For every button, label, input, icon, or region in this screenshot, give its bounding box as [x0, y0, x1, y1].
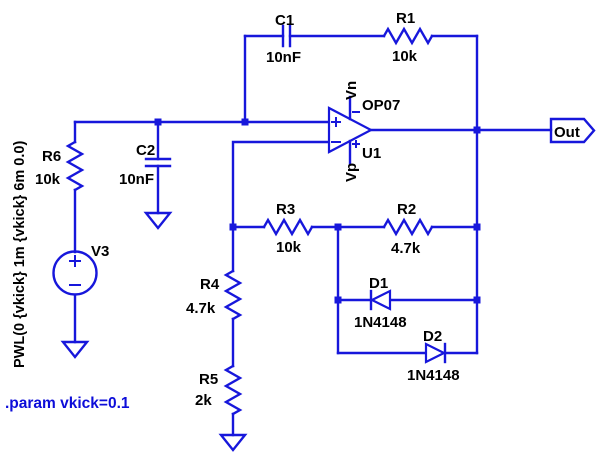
r4-ref-label[interactable]: R4 [200, 276, 220, 293]
c2-ref-label[interactable]: C2 [136, 142, 155, 159]
c2-value-label[interactable]: 10nF [119, 171, 154, 188]
junction-dots [154, 118, 481, 304]
out-port-label[interactable]: Out [554, 124, 580, 141]
wires[interactable] [73, 34, 553, 437]
component-r5[interactable]: R5 2k [195, 364, 243, 416]
d1-ref-label[interactable]: D1 [369, 275, 388, 292]
component-c2[interactable]: C2 10nF [119, 142, 172, 188]
d2-value-label[interactable]: 1N4148 [407, 367, 460, 384]
diode-d1-symbol[interactable] [369, 289, 392, 311]
component-c1[interactable]: C1 10nF [266, 12, 301, 66]
ground-v3[interactable] [60, 340, 90, 359]
junction-dot [473, 296, 481, 304]
r2-ref-label[interactable]: R2 [397, 201, 416, 218]
resistor-r2-symbol[interactable] [382, 217, 434, 237]
r1-ref-label[interactable]: R1 [396, 10, 415, 27]
component-u1-opamp[interactable]: Vn Vp OP07 U1 [327, 81, 400, 182]
junction-dot [241, 118, 249, 126]
component-r4[interactable]: R4 4.7k [186, 269, 243, 321]
ground-c2[interactable] [143, 211, 173, 230]
resistor-r4-symbol[interactable] [223, 269, 243, 321]
voltage-source-v3-symbol[interactable] [52, 250, 98, 296]
c1-ref-label[interactable]: C1 [275, 12, 294, 29]
out-port-flag[interactable] [549, 117, 596, 144]
param-directive[interactable]: .param vkick=0.1 [5, 395, 130, 412]
resistor-r3-symbol[interactable] [262, 217, 314, 237]
junction-dot [154, 118, 162, 126]
junction-dot [473, 126, 481, 134]
component-d1[interactable]: D1 1N4148 [354, 275, 407, 331]
d1-value-label[interactable]: 1N4148 [354, 314, 407, 331]
r6-value-label[interactable]: 10k [35, 171, 61, 188]
out-port[interactable]: Out [549, 117, 596, 144]
junction-dot [334, 296, 342, 304]
component-r2[interactable]: R2 4.7k [382, 201, 434, 257]
plus-mark [69, 255, 81, 267]
resistor-r6-symbol[interactable] [65, 140, 85, 192]
r3-ref-label[interactable]: R3 [276, 201, 295, 218]
resistor-r1-symbol[interactable] [382, 26, 434, 46]
ground-r5[interactable] [218, 433, 248, 452]
r3-value-label[interactable]: 10k [276, 239, 302, 256]
r4-value-label[interactable]: 4.7k [186, 300, 216, 317]
junction-dot [334, 223, 342, 231]
capacitor-c2-symbol[interactable] [144, 157, 172, 168]
d2-ref-label[interactable]: D2 [423, 328, 442, 345]
v3-ref-label[interactable]: V3 [91, 243, 109, 260]
ground-symbols[interactable] [60, 211, 248, 452]
r5-value-label[interactable]: 2k [195, 392, 212, 409]
r1-value-label[interactable]: 10k [392, 48, 418, 65]
diode-d2-symbol[interactable] [424, 342, 447, 364]
component-r6[interactable]: R6 10k [35, 140, 85, 192]
u1-ref-label[interactable]: U1 [362, 145, 381, 162]
component-r3[interactable]: R3 10k [262, 201, 314, 256]
r2-value-label[interactable]: 4.7k [391, 240, 421, 257]
r6-ref-label[interactable]: R6 [42, 148, 61, 165]
supply-plus-mark [352, 140, 360, 148]
component-r1[interactable]: R1 10k [382, 10, 434, 65]
junction-dot [229, 223, 237, 231]
capacitor-c1-symbol[interactable] [281, 24, 292, 48]
c1-value-label[interactable]: 10nF [266, 49, 301, 66]
v3-pwl-label[interactable]: PWL(0 {vkick} 1m {vkick} 6m 0.0) [12, 141, 28, 368]
component-v3[interactable]: V3 [52, 243, 110, 296]
component-d2[interactable]: D2 1N4148 [407, 328, 460, 384]
opamp-vn-label[interactable]: Vn [343, 81, 360, 100]
noninv-plus-mark [331, 117, 341, 127]
junction-dot [473, 223, 481, 231]
opamp-model-label[interactable]: OP07 [362, 97, 400, 114]
r5-ref-label[interactable]: R5 [199, 371, 218, 388]
wire-inv-row[interactable] [231, 140, 331, 229]
opamp-vp-label[interactable]: Vp [343, 163, 360, 182]
resistor-r5-symbol[interactable] [223, 364, 243, 416]
